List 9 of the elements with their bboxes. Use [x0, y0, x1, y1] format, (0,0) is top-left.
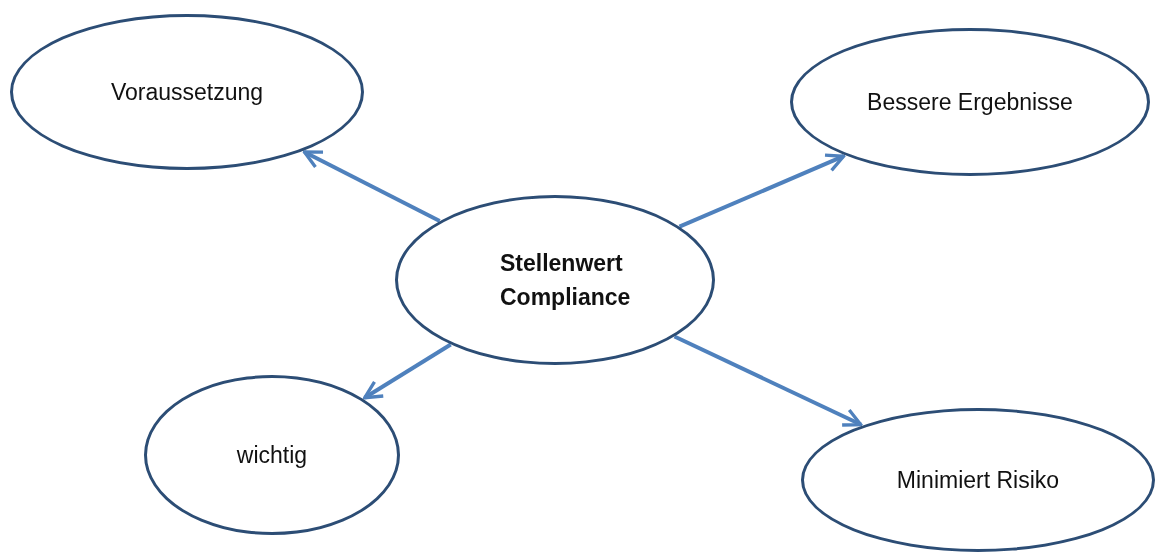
arrow	[302, 150, 441, 223]
arrow	[363, 342, 452, 400]
arrow	[673, 334, 863, 427]
node-label: Minimiert Risiko	[895, 466, 1061, 495]
arrow	[678, 153, 846, 229]
node-label: Voraussetzung	[109, 78, 265, 107]
node-label: Stellenwert Compliance	[499, 249, 632, 312]
node-label: Bessere Ergebnisse	[866, 88, 1074, 117]
node-label: wichtig	[235, 441, 309, 470]
